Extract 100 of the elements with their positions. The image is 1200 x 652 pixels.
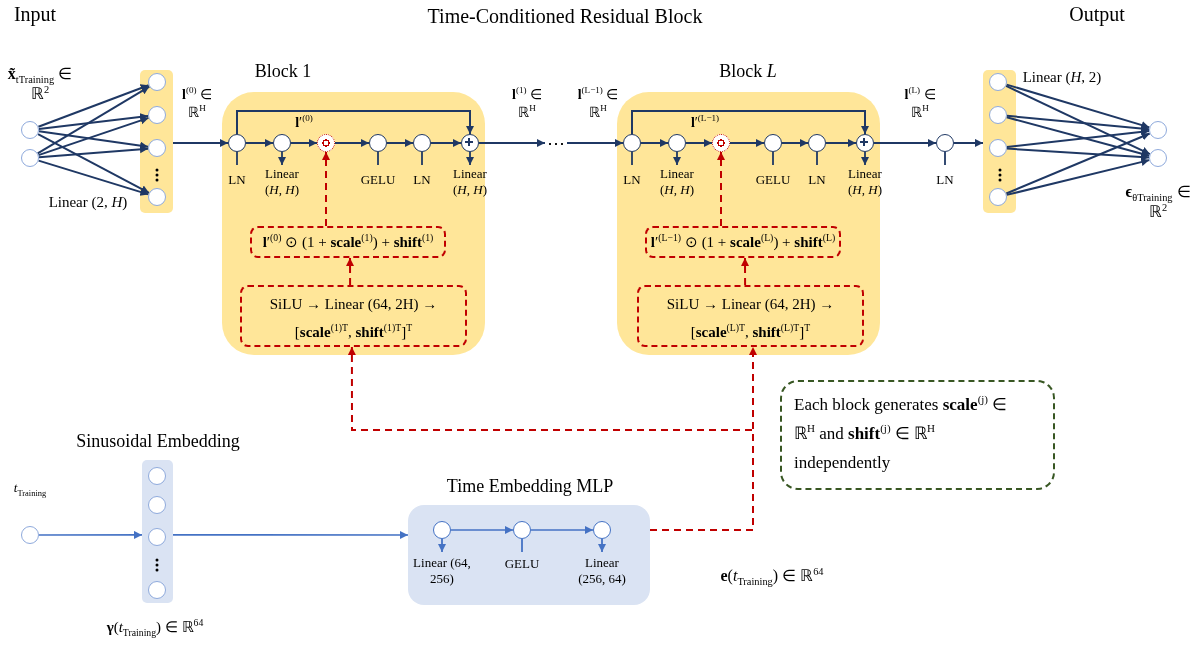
circle-label: LN <box>412 172 432 189</box>
neuron-circle <box>1149 149 1167 167</box>
neuron-circle <box>148 139 166 157</box>
heading: Output <box>1068 2 1126 27</box>
circle-label: LN <box>935 172 955 189</box>
circle-label: Linear (256, 64) <box>577 555 627 588</box>
math-label: ϵ$_{θTraining}$ ∈ ℝ$^{2}$ <box>1124 182 1192 222</box>
operation-circle <box>461 134 479 152</box>
formula-box: SiLU → Linear (64, 2H) → [scale$^{(L)T}$, shift$^{(L)T}$]$^{T}$ <box>637 285 864 347</box>
circle-label: Linear (H, H) <box>264 166 300 199</box>
edge-label: l$^{(0)}$ ∈ ℝ$^{H}$ <box>181 86 213 121</box>
arrow <box>1005 84 1151 156</box>
operation-circle <box>623 134 641 152</box>
neuron-circle <box>148 496 166 514</box>
section-heading: Block 1 <box>253 60 313 83</box>
arrow <box>38 530 143 539</box>
edge-label: l′$^{(0)}$ <box>294 114 314 132</box>
operation-circle <box>433 521 451 539</box>
neuron-circle <box>148 467 166 485</box>
heading: Input <box>12 2 58 27</box>
arrow <box>566 139 624 147</box>
formula-box: SiLU → Linear (64, 2H) → [scale$^{(1)T}$, shift$^{(1)T}$]$^{T}$ <box>240 285 467 347</box>
circle-label: GELU <box>503 556 541 573</box>
section-heading: γ(t$_{Training}$) ∈ ℝ$^{64}$ <box>105 618 205 637</box>
arrow <box>825 139 857 147</box>
block-panel <box>222 92 485 355</box>
neuron-column <box>983 70 1016 213</box>
neuron-column <box>142 460 173 603</box>
neuron-circle <box>148 188 166 206</box>
arrow <box>1005 158 1151 196</box>
arrow <box>38 145 149 159</box>
neuron-circle <box>21 149 39 167</box>
circle-label: Linear (64, 256) <box>413 555 471 588</box>
arrow <box>729 139 765 147</box>
arrow <box>530 526 594 534</box>
note-box: Each block generates scale$^{(j)}$ ∈ ℝ$^{H}$ and shift$^{(j)}$ ∈ ℝ$^{H}$ independently <box>780 380 1055 490</box>
block-panel <box>408 505 650 605</box>
operation-circle <box>808 134 826 152</box>
arrow <box>1006 147 1150 161</box>
section-heading: Block L <box>718 60 778 83</box>
edge-label: l$^{(1)}$ ∈ ℝ$^{H}$ <box>511 86 543 121</box>
neuron-circle <box>989 139 1007 157</box>
layer-label: Linear (2, H) <box>47 193 129 212</box>
circle-label: GELU <box>359 172 397 189</box>
dashed-arrow <box>741 257 750 286</box>
neuron-circle <box>148 528 166 546</box>
arrow <box>1005 116 1151 158</box>
arrow <box>478 139 546 147</box>
arrow <box>36 85 151 155</box>
edge-label: l′$^{(L−1)}$ <box>689 114 721 132</box>
modulation-circle <box>712 134 730 152</box>
arrow <box>640 139 669 147</box>
section-heading: Sinusoidal Embedding <box>75 430 241 453</box>
arrow <box>631 110 869 135</box>
arrow <box>1005 127 1151 148</box>
circle-label: t$_{Training}$ <box>12 480 48 497</box>
circle-label: GELU <box>754 172 792 189</box>
arrow <box>685 139 713 147</box>
formula-box: l′$^{(0)}$ ⊙ (1 + scale$^{(1)}$) + shift$^{(1)}$ <box>250 226 446 258</box>
circle-label: Linear (H, H) <box>847 166 883 199</box>
arrow <box>37 130 150 150</box>
arrow <box>290 139 318 147</box>
operation-circle <box>228 134 246 152</box>
math-label: x̃$_{tTraining}$ ∈ ℝ$^{2}$ <box>6 64 74 104</box>
arrow <box>37 84 150 128</box>
neuron-circle <box>21 526 39 544</box>
edge-label: l$^{(L−1)}$ ∈ ℝ$^{H}$ <box>576 86 620 121</box>
arrow <box>1006 114 1150 133</box>
arrow <box>245 139 274 147</box>
neuron-circle <box>989 73 1007 91</box>
neuron-circle <box>21 121 39 139</box>
operation-circle <box>369 134 387 152</box>
circle-label: LN <box>622 172 642 189</box>
neuron-circle <box>148 106 166 124</box>
circle-label: LN <box>227 172 247 189</box>
neuron-circle <box>1149 121 1167 139</box>
operation-circle <box>593 521 611 539</box>
arrow <box>1005 83 1151 129</box>
operation-circle <box>856 134 874 152</box>
dashed-arrow <box>346 257 355 286</box>
circle-label: Linear (H, H) <box>452 166 488 199</box>
circle-label: Linear (H, H) <box>659 166 695 199</box>
arrow <box>37 113 150 130</box>
operation-circle <box>413 134 431 152</box>
arrow <box>37 116 150 157</box>
arrow <box>450 526 514 534</box>
diagram-title: Time-Conditioned Residual Block <box>426 4 704 29</box>
arrow <box>386 139 414 147</box>
arrow <box>37 159 150 196</box>
operation-circle <box>936 134 954 152</box>
arrow <box>430 139 462 147</box>
neuron-circle <box>989 188 1007 206</box>
layer-label: Linear (H, 2) <box>1021 68 1103 87</box>
ellipsis: ⋯ <box>545 131 567 155</box>
arrow <box>172 139 229 147</box>
operation-circle <box>273 134 291 152</box>
dashed-arrow <box>322 151 330 227</box>
neuron-column <box>140 70 173 213</box>
arrow <box>781 139 809 147</box>
section-heading: Time Embedding MLP <box>445 475 615 498</box>
